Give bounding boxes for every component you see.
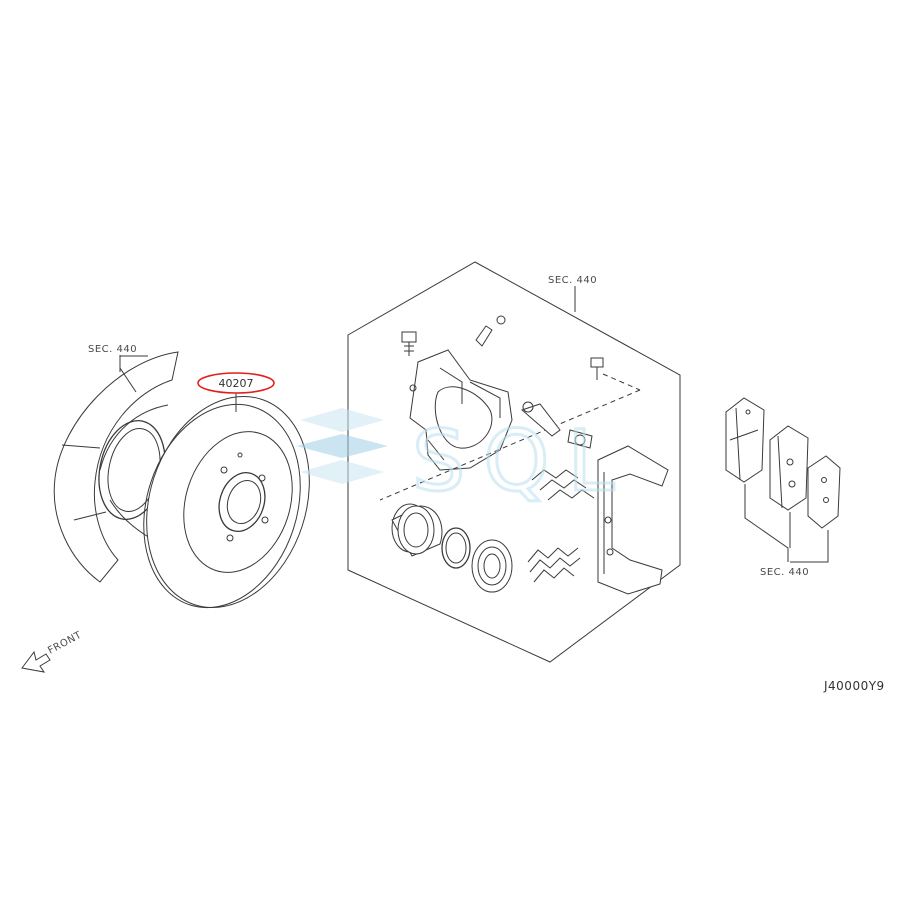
front-label: FRONT <box>46 630 84 657</box>
sec-label-shield: SEC. 440 <box>88 344 137 355</box>
watermark-logo: SQL <box>296 408 632 512</box>
pad-retaining-clips <box>531 469 595 501</box>
bleeder-screw <box>475 315 506 347</box>
brake-pad-outer <box>769 425 809 511</box>
caliper-body <box>409 349 513 471</box>
brake-rotor <box>143 395 310 609</box>
sec-label-caliper: SEC. 440 <box>548 275 597 286</box>
front-arrow-icon <box>21 650 51 673</box>
caliper-group-outline <box>347 261 681 663</box>
caliper-bracket <box>597 445 669 595</box>
guide-pins <box>521 401 593 449</box>
part-number-highlight <box>197 372 275 394</box>
sec-label-pads: SEC. 440 <box>760 567 809 578</box>
brake-pad-inner <box>725 397 765 483</box>
piston-seal <box>441 527 471 569</box>
shim-kit <box>527 547 581 583</box>
diagram-code: J40000Y9 <box>823 679 885 693</box>
watermark-text: SQL <box>412 412 632 510</box>
caliper-piston <box>391 503 443 557</box>
guide-pin-bolt <box>379 357 641 501</box>
caliper-bolt-top <box>401 331 417 356</box>
pad-shim <box>807 455 841 529</box>
part-number-rotor: 40207 <box>219 377 254 390</box>
piston-boot <box>471 539 513 593</box>
dust-shield <box>53 351 179 583</box>
